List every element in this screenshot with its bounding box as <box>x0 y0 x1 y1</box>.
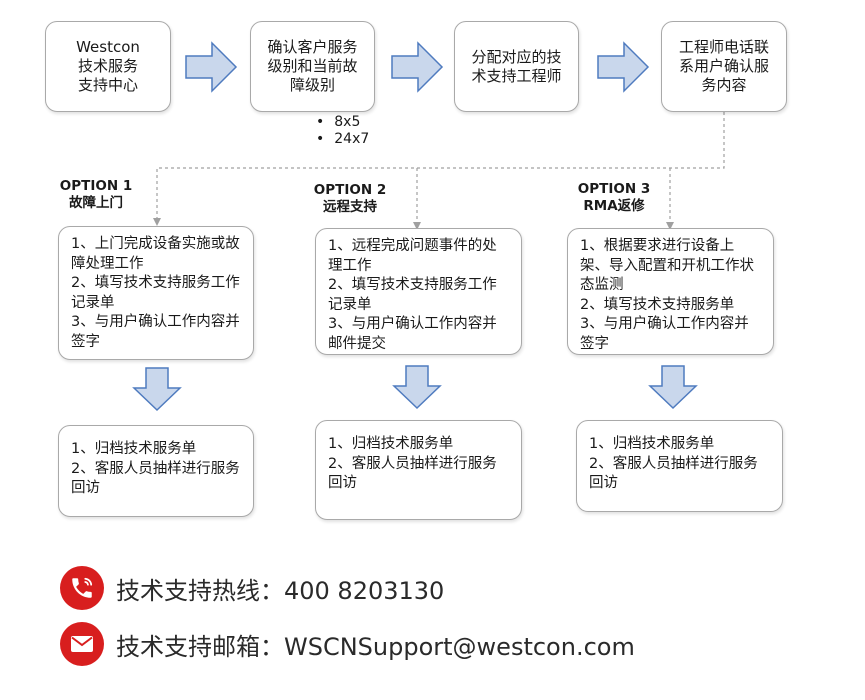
flow-step-label: 分配对应的技 术支持工程师 <box>471 47 562 85</box>
option-1-steps: 1、上门完成设备实施或故障处理工作 2、填写技术支持服务工作记录单 3、与用户确… <box>58 226 254 360</box>
step-item: 2、填写技术支持服务工作记录单 <box>328 277 497 313</box>
right-arrow-icon <box>185 41 238 93</box>
step-item: 1、远程完成问题事件的处理工作 <box>328 238 497 274</box>
option-3-steps: 1、根据要求进行设备上架、导入配置和开机工作状态监测 2、填写技术支持服务单 3… <box>567 228 774 355</box>
email-link[interactable]: 技术支持邮箱：WSCNSupport@westcon.com <box>116 632 635 661</box>
flow-step-confirm-level: 确认客户服务 级别和当前故 障级别 <box>250 21 375 112</box>
sla-level-item: 8x5 <box>316 114 369 131</box>
hotline-text: 技术支持热线：400 8203130 <box>116 576 445 605</box>
email-row: 技术支持邮箱：WSCNSupport@westcon.com <box>60 622 635 666</box>
followup-item: 2、客服人员抽样进行服务回访 <box>589 455 758 492</box>
option-2-followup: 1、归档技术服务单 2、客服人员抽样进行服务回访 <box>315 420 522 520</box>
right-arrow-icon <box>391 41 444 93</box>
option-1-followup: 1、归档技术服务单 2、客服人员抽样进行服务回访 <box>58 425 254 517</box>
step-item: 2、填写技术支持服务单 <box>580 296 735 313</box>
followup-item: 1、归档技术服务单 <box>328 436 454 452</box>
flow-step-label: 工程师电话联 系用户确认服 务内容 <box>678 38 769 94</box>
flow-step-engineer-call: 工程师电话联 系用户确认服 务内容 <box>661 21 787 112</box>
step-item: 3、与用户确认工作内容并签字 <box>580 316 749 352</box>
flow-step-assign-engineer: 分配对应的技 术支持工程师 <box>454 21 579 112</box>
phone-icon <box>60 566 104 610</box>
option-2-steps: 1、远程完成问题事件的处理工作 2、填写技术支持服务工作记录单 3、与用户确认工… <box>315 228 522 355</box>
mail-icon <box>60 622 104 666</box>
down-arrow-icon <box>648 365 698 410</box>
followup-item: 1、归档技术服务单 <box>71 441 197 457</box>
down-arrow-icon <box>392 365 442 410</box>
right-arrow-icon <box>597 41 650 93</box>
flow-step-label: 确认客户服务 级别和当前故 障级别 <box>267 38 358 94</box>
hotline-row: 技术支持热线：400 8203130 <box>60 566 444 610</box>
flow-step-label: Westcon 技术服务 支持中心 <box>76 38 140 94</box>
option-3-followup: 1、归档技术服务单 2、客服人员抽样进行服务回访 <box>576 420 783 512</box>
option-2-title: OPTION 2 远程支持 <box>313 182 387 215</box>
step-item: 3、与用户确认工作内容并邮件提交 <box>328 316 497 352</box>
down-arrow-icon <box>132 367 182 412</box>
followup-item: 1、归档技术服务单 <box>589 436 715 452</box>
step-item: 1、上门完成设备实施或故障处理工作 <box>71 236 240 272</box>
flow-step-support-center: Westcon 技术服务 支持中心 <box>45 21 171 112</box>
step-item: 1、根据要求进行设备上架、导入配置和开机工作状态监测 <box>580 238 754 293</box>
option-1-title: OPTION 1 故障上门 <box>59 178 133 211</box>
followup-item: 2、客服人员抽样进行服务回访 <box>328 455 497 492</box>
step-item: 2、填写技术支持服务工作记录单 <box>71 275 240 311</box>
sla-level-list: 8x5 24x7 <box>316 114 369 148</box>
followup-item: 2、客服人员抽样进行服务回访 <box>71 460 240 497</box>
sla-level-item: 24x7 <box>316 131 369 148</box>
step-item: 3、与用户确认工作内容并签字 <box>71 314 240 350</box>
option-3-title: OPTION 3 RMA返修 <box>577 181 651 214</box>
